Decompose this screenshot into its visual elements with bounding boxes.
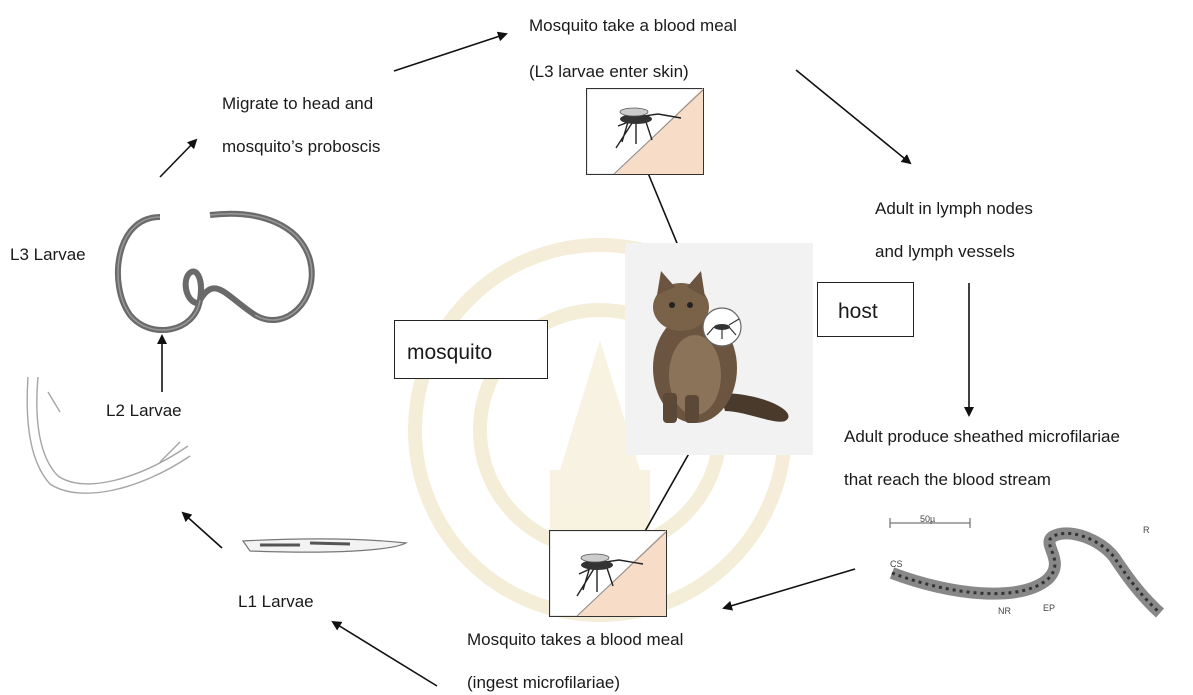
l3-larva-image — [100, 205, 330, 345]
arrow-to-lymph — [796, 70, 910, 163]
arrow-to-blood-meal — [394, 34, 506, 71]
l1-larva-image — [240, 535, 410, 557]
micro-r-label: R — [1143, 525, 1150, 535]
mosquito-on-skin-image-2 — [549, 530, 667, 617]
adult-lymph-label-line1: Adult in lymph nodes — [875, 200, 1033, 217]
arrow-micro-to-mosquito — [724, 569, 855, 608]
host-label: host — [838, 300, 878, 324]
cat-image — [625, 243, 813, 455]
l1-larvae-label: L1 Larvae — [238, 593, 314, 610]
adult-produce-label-line2: that reach the blood stream — [844, 471, 1051, 488]
l2-larva-image — [20, 372, 200, 512]
l3-enter-skin-label: (L3 larvae enter skin) — [529, 63, 689, 80]
arrow-l1-to-l2 — [183, 513, 222, 548]
micro-ep-label: EP — [1043, 603, 1055, 613]
host-box: host — [817, 282, 914, 337]
blood-meal-l3-label: Mosquito take a blood meal — [529, 17, 737, 34]
mosquito-box: mosquito — [394, 320, 548, 379]
migrate-label-line2: mosquito’s proboscis — [222, 138, 380, 155]
mosquito-on-skin-image — [586, 88, 704, 175]
arrow-ingest-to-l1 — [333, 622, 437, 686]
adult-produce-label-line1: Adult produce sheathed microfilariae — [844, 428, 1120, 445]
adult-lymph-label-line2: and lymph vessels — [875, 243, 1015, 260]
micro-nr-label: NR — [998, 606, 1011, 616]
takes-blood-meal-label: Mosquito takes a blood meal — [467, 631, 683, 648]
scale-bar-label: 50µ — [920, 515, 935, 524]
arrow-to-migrate — [160, 140, 196, 177]
micro-cs-label: CS — [890, 559, 903, 569]
l3-larvae-label: L3 Larvae — [10, 246, 86, 263]
l2-larvae-label: L2 Larvae — [106, 402, 182, 419]
mosquito-label: mosquito — [407, 341, 492, 365]
migrate-label-line1: Migrate to head and — [222, 95, 373, 112]
ingest-micro-label: (ingest microfilariae) — [467, 674, 620, 691]
microfilaria-image: 50µ CS NR EP R — [870, 515, 1180, 627]
